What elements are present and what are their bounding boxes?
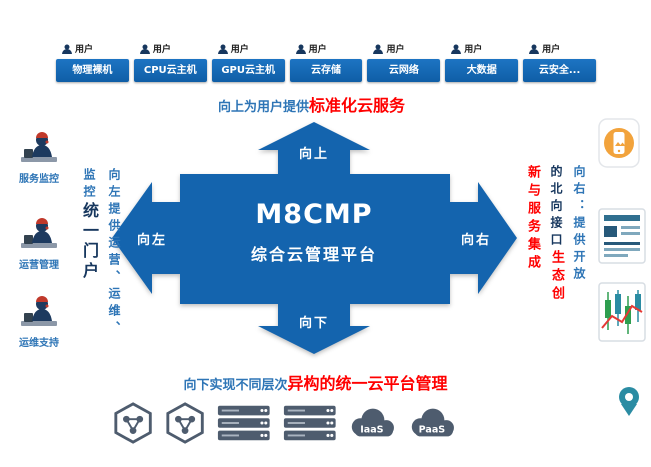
- right-caption-line2: 的北向接口生态创: [547, 165, 566, 304]
- service-column: 用户 物理裸机: [56, 42, 129, 82]
- top-caption: 向上为用户提供标准化云服务: [0, 92, 637, 116]
- service-box: 大数据: [445, 59, 519, 82]
- left-item-operation-management: 运营管理: [10, 216, 68, 271]
- right-vertical-caption: 向右：提供开放 的北向接口生态创 新与服务集成: [518, 165, 588, 304]
- top-caption-highlight: 标准化云服务: [309, 96, 406, 115]
- platform-name: M8CMP: [255, 199, 373, 230]
- arrow-right-label: 向右: [460, 233, 491, 248]
- service-column: 用户 云安全...: [523, 42, 597, 82]
- bottom-caption: 向下实现不同层次异构的统一云平台管理: [0, 370, 641, 394]
- service-box: 云安全...: [523, 59, 597, 82]
- user-icon: [62, 44, 72, 54]
- user-tag: 用户: [451, 42, 518, 55]
- bottom-caption-highlight: 异构的统一云平台管理: [287, 374, 448, 393]
- service-box: CPU云主机: [133, 59, 207, 82]
- paas-label: PaaS: [419, 425, 446, 436]
- user-icon: [451, 44, 462, 54]
- user-label: 用户: [386, 45, 405, 55]
- cross-arrows-shape: [112, 122, 517, 354]
- bottom-infrastructure-icons: IaaS PaaS: [112, 400, 457, 446]
- paas-cloud-icon: PaaS: [411, 408, 455, 437]
- report-document-icon: [598, 208, 646, 264]
- right-arrow: [442, 182, 517, 294]
- right-caption-line1: 向右：提供开放: [572, 165, 586, 284]
- bottom-caption-prefix: 向下实现不同层次: [183, 378, 288, 393]
- service-column: 用户 CPU云主机: [133, 42, 207, 82]
- service-column: 用户 GPU云主机: [211, 42, 285, 82]
- platform-subtitle: 综合云管理平台: [250, 245, 377, 264]
- user-label: 用户: [230, 45, 249, 55]
- cluster-hexagon-icon: [166, 402, 204, 444]
- user-tag: 用户: [217, 42, 285, 55]
- user-label: 用户: [464, 45, 483, 55]
- cluster-hexagon-icon: [114, 402, 152, 444]
- stock-chart-icon: [598, 282, 646, 342]
- user-icon: [529, 44, 540, 54]
- iaas-cloud-icon: IaaS: [352, 408, 395, 437]
- user-label: 用户: [75, 45, 94, 55]
- server-stack-icon: [218, 405, 270, 441]
- service-box: 物理裸机: [56, 59, 129, 82]
- arrow-down-label: 向下: [298, 316, 329, 331]
- top-services-row: 用户 物理裸机 用户 CPU云主机 用户 GPU云主机 用户 云存储: [56, 42, 597, 82]
- left-item-label: 运营管理: [19, 260, 59, 271]
- service-column: 用户 云网络: [367, 42, 441, 82]
- service-box: 云存储: [289, 59, 363, 82]
- left-caption-monitor: 监控: [82, 168, 96, 202]
- arrow-left-label: 向左: [136, 233, 167, 248]
- operator-icon: [21, 132, 57, 162]
- left-caption-line1: 向左提供运营、运维、: [107, 168, 121, 338]
- operator-icon: [21, 218, 57, 248]
- user-icon: [139, 44, 150, 54]
- user-label: 用户: [152, 45, 171, 55]
- service-box: GPU云主机: [211, 59, 285, 82]
- user-icon: [217, 44, 228, 54]
- location-pin-icon: [619, 387, 639, 416]
- left-caption-portal: 统一门户: [80, 202, 99, 282]
- user-tag: 用户: [62, 42, 129, 55]
- user-icon: [373, 44, 384, 54]
- left-item-maintenance-support: 运维支持: [10, 294, 68, 349]
- operator-icon: [21, 296, 57, 326]
- user-icon: [295, 44, 306, 54]
- mobile-app-icon: [598, 118, 640, 168]
- server-stack-icon: [283, 405, 336, 441]
- user-tag: 用户: [373, 42, 440, 55]
- right-caption-line3: 新与服务集成: [525, 165, 540, 273]
- user-tag: 用户: [139, 42, 207, 55]
- up-arrow: [258, 122, 370, 182]
- right-caption-eco-start: 生态创: [549, 250, 564, 304]
- service-column: 用户 大数据: [445, 42, 519, 82]
- user-label: 用户: [308, 45, 327, 55]
- left-item-label: 运维支持: [19, 338, 59, 349]
- user-label: 用户: [542, 45, 561, 55]
- left-item-service-monitoring: 服务监控: [10, 130, 68, 185]
- right-caption-interface: 的北向接口: [549, 165, 563, 250]
- top-caption-prefix: 向上为用户提供: [217, 100, 309, 115]
- left-caption-line2: 监控统一门户: [77, 168, 101, 338]
- down-arrow: [258, 294, 370, 354]
- service-box: 云网络: [367, 59, 441, 82]
- left-vertical-caption: 向左提供运营、运维、 监控统一门户: [72, 168, 123, 338]
- iaas-label: IaaS: [361, 425, 384, 436]
- user-tag: 用户: [295, 42, 363, 55]
- left-item-label: 服务监控: [19, 174, 59, 185]
- left-arrow: [112, 182, 188, 294]
- arrow-up-label: 向上: [298, 147, 329, 162]
- service-column: 用户 云存储: [289, 42, 363, 82]
- user-tag: 用户: [529, 42, 596, 55]
